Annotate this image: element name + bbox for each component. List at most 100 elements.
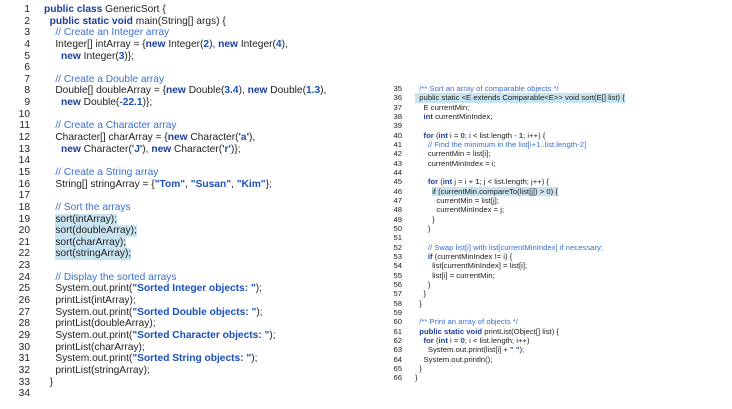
line-number: 9 bbox=[24, 97, 30, 109]
code-line: 47 currentMin = list[j]; bbox=[386, 196, 625, 205]
code-line: 17 bbox=[4, 190, 326, 202]
code-token: ), bbox=[281, 38, 288, 50]
code-text: for (int i = 0; i < list.length - 1; i++… bbox=[415, 130, 546, 140]
code-line: 55 list[i] = currentMin; bbox=[386, 271, 625, 280]
code-text: new Integer(3)}; bbox=[44, 51, 134, 63]
code-line: 57 } bbox=[386, 289, 625, 298]
code-string: "Kim" bbox=[236, 178, 266, 190]
code-token: System.out.print(list[i] + bbox=[415, 345, 511, 355]
code-line: 43 currentMinIndex = i; bbox=[386, 159, 625, 168]
code-token: } bbox=[44, 376, 54, 388]
code-number: 2 bbox=[203, 38, 210, 50]
code-token: printList(intArray); bbox=[44, 295, 136, 307]
code-text: sort(doubleArray); bbox=[44, 225, 137, 237]
code-text: } bbox=[415, 280, 431, 289]
code-token: ); bbox=[269, 329, 276, 341]
code-token: ( bbox=[440, 177, 443, 187]
line-number: 52 bbox=[393, 242, 402, 252]
code-token: Integer( bbox=[240, 38, 276, 50]
code-token: )}; bbox=[124, 50, 135, 62]
code-token: ); bbox=[256, 306, 263, 318]
code-token: ; i++) { bbox=[523, 130, 546, 140]
code-keyword: public class bbox=[44, 4, 106, 15]
line-number: 42 bbox=[393, 149, 402, 159]
line-number: 38 bbox=[393, 111, 402, 121]
code-number: 3.4 bbox=[224, 85, 239, 97]
line-number: 35 bbox=[393, 84, 402, 93]
line-number: 36 bbox=[393, 93, 402, 103]
code-token bbox=[415, 187, 432, 196]
line-number: 60 bbox=[393, 317, 402, 327]
line-number: 57 bbox=[393, 289, 402, 299]
code-keyword: new bbox=[44, 97, 84, 109]
code-number: 0 bbox=[460, 335, 465, 345]
code-highlight: sort(intArray); bbox=[55, 213, 118, 226]
code-text: for (int j = i + 1; j < list.length; j++… bbox=[415, 177, 549, 186]
code-text: // Swap list[i] with list[currentMinInde… bbox=[415, 243, 603, 252]
code-line: 26 printList(intArray); bbox=[4, 295, 326, 307]
code-token: System.out.print( bbox=[44, 353, 133, 365]
code-line: 39 bbox=[386, 121, 625, 130]
code-keyword: for bbox=[415, 335, 436, 345]
code-keyword: int bbox=[438, 130, 451, 140]
line-number: 10 bbox=[18, 108, 30, 120]
code-highlight: public static <E extends Comparable<E>> … bbox=[415, 93, 625, 103]
code-line: 15 // Create a String array bbox=[4, 167, 326, 179]
code-line: 19 sort(intArray); bbox=[4, 213, 326, 226]
code-line: 34 bbox=[4, 388, 326, 400]
code-text: // Create an Integer array bbox=[44, 27, 169, 39]
code-token: j = i + bbox=[454, 177, 476, 187]
code-text: currentMin = list[i]; bbox=[415, 149, 491, 158]
code-comment: // Create an Integer array bbox=[44, 27, 170, 39]
line-number: 3 bbox=[24, 27, 30, 39]
line-number: 23 bbox=[18, 260, 30, 272]
code-line: 16 String[] stringArray = {"Tom", "Susan… bbox=[4, 179, 326, 191]
line-number: 51 bbox=[393, 233, 402, 243]
code-string: "Sorted Integer objects: " bbox=[132, 283, 256, 295]
code-text: sort(charArray); bbox=[44, 236, 127, 249]
code-line: 62 for (int i = 0; i < list.length; i++) bbox=[386, 336, 625, 345]
line-number: 33 bbox=[18, 376, 30, 388]
code-text: // Display the sorted arrays bbox=[44, 272, 176, 284]
line-number: 25 bbox=[18, 283, 30, 295]
line-number: 2 bbox=[24, 15, 30, 27]
code-line: 31 System.out.print("Sorted String objec… bbox=[4, 353, 326, 365]
code-line: 6 bbox=[4, 62, 326, 74]
code-token: (currentMinIndex != i) { bbox=[434, 251, 513, 261]
code-text: currentMinIndex = i; bbox=[415, 159, 496, 168]
code-line: 60 /** Print an array of objects */ bbox=[386, 317, 625, 326]
code-line: 36 public static <E extends Comparable<E… bbox=[386, 93, 625, 103]
code-token: ), bbox=[249, 132, 256, 144]
code-token: ); bbox=[251, 353, 258, 365]
line-number: 21 bbox=[18, 236, 30, 248]
code-line: 21 sort(charArray); bbox=[4, 236, 326, 249]
code-token: ( bbox=[435, 335, 439, 345]
line-number: 50 bbox=[393, 223, 402, 233]
code-text: for (int i = 0; i < list.length; i++) bbox=[415, 336, 530, 345]
code-token bbox=[44, 237, 55, 249]
line-number: 48 bbox=[393, 205, 402, 215]
code-text: /** Sort an array of comparable objects … bbox=[415, 84, 558, 93]
line-number: 6 bbox=[24, 62, 30, 74]
code-string: "Susan" bbox=[190, 178, 232, 190]
code-keyword: new bbox=[44, 50, 84, 62]
code-line: 40 for (int i = 0; i < list.length - 1; … bbox=[386, 131, 625, 140]
code-token: ); bbox=[255, 283, 263, 295]
code-line: 2 public static void main(String[] args)… bbox=[4, 16, 326, 28]
code-text: printList(stringArray); bbox=[44, 365, 150, 377]
line-number: 28 bbox=[18, 318, 30, 330]
code-text: sort(intArray); bbox=[44, 213, 118, 226]
code-text: } bbox=[44, 377, 53, 389]
code-line: 48 currentMinIndex = j; bbox=[386, 205, 625, 214]
code-line: 35 /** Sort an array of comparable objec… bbox=[386, 84, 625, 93]
code-keyword: new bbox=[247, 85, 271, 97]
code-line: 3 // Create an Integer array bbox=[4, 27, 326, 39]
code-keyword: new bbox=[44, 143, 84, 155]
code-token: ), bbox=[320, 85, 327, 97]
code-keyword: public static void bbox=[415, 326, 485, 336]
code-token: , bbox=[231, 178, 237, 190]
code-token bbox=[44, 225, 55, 237]
code-line: 41 // Find the minimum in the list[i+1..… bbox=[386, 140, 625, 149]
code-token: System.out.println(); bbox=[415, 354, 493, 364]
code-line: 18 // Sort the arrays bbox=[4, 202, 326, 214]
